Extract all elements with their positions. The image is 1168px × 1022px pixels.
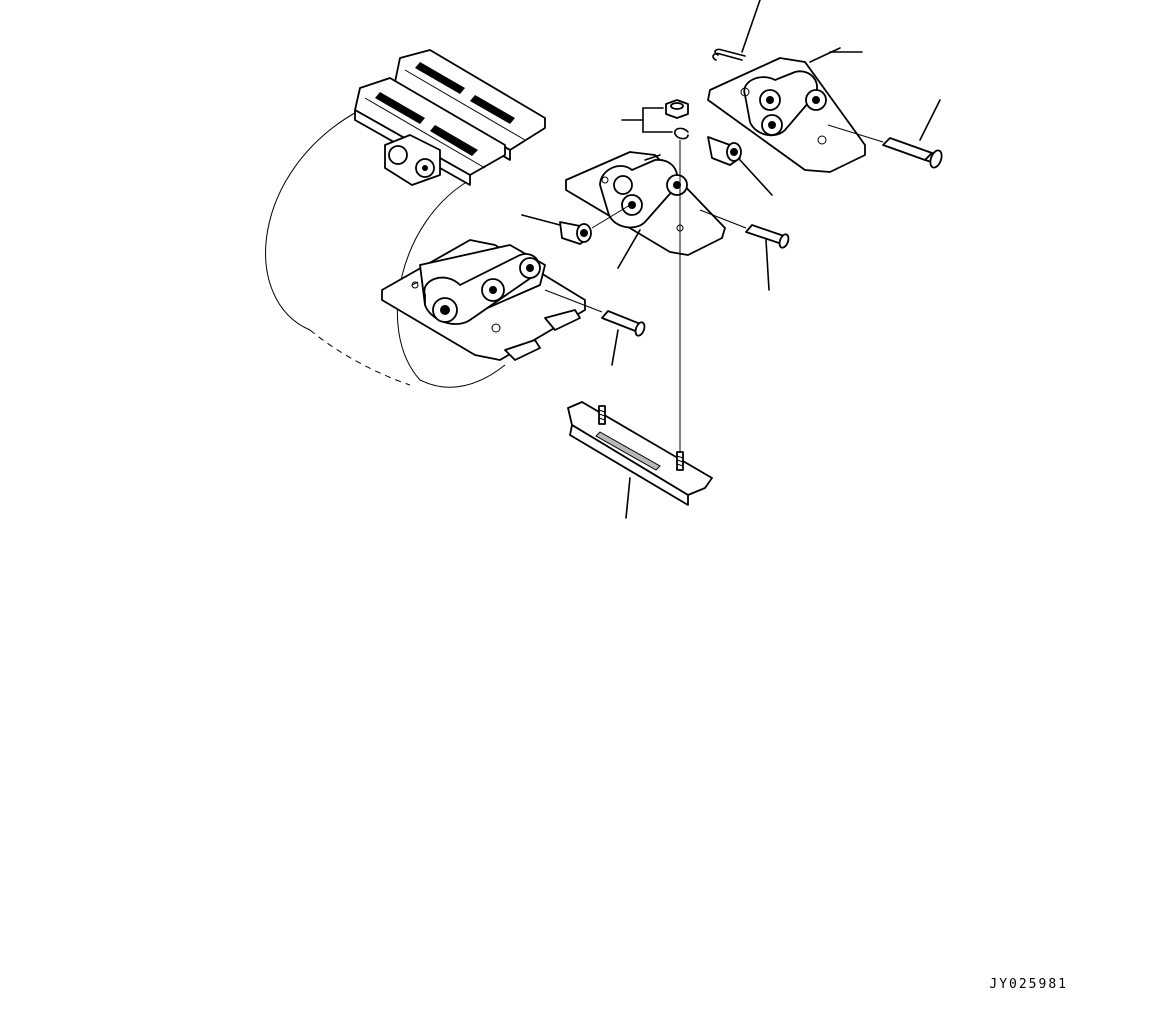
- track-link-upper: [384, 134, 441, 186]
- track-shoe: [567, 401, 713, 519]
- spring-pin: [712, 0, 761, 61]
- master-pin: [827, 99, 943, 169]
- track-loop-dashed-bottom: [309, 329, 411, 386]
- track-loop-outline: [265, 109, 361, 331]
- bushing-right: [707, 136, 773, 196]
- drawing-reference-code: JY025981: [989, 977, 1068, 992]
- track-link-assembly-lower: [381, 239, 586, 361]
- pin-right: [699, 209, 790, 291]
- link-assembly: [565, 151, 726, 269]
- lock-washer: [673, 127, 689, 140]
- pin-lower: [544, 289, 646, 366]
- track-loop-inner: [396, 179, 506, 388]
- master-link-assembly: [707, 47, 866, 173]
- nut: [665, 99, 689, 119]
- nut-washer-leader: [621, 107, 673, 133]
- bushing-left: [521, 204, 631, 245]
- track-assembly: [265, 49, 586, 388]
